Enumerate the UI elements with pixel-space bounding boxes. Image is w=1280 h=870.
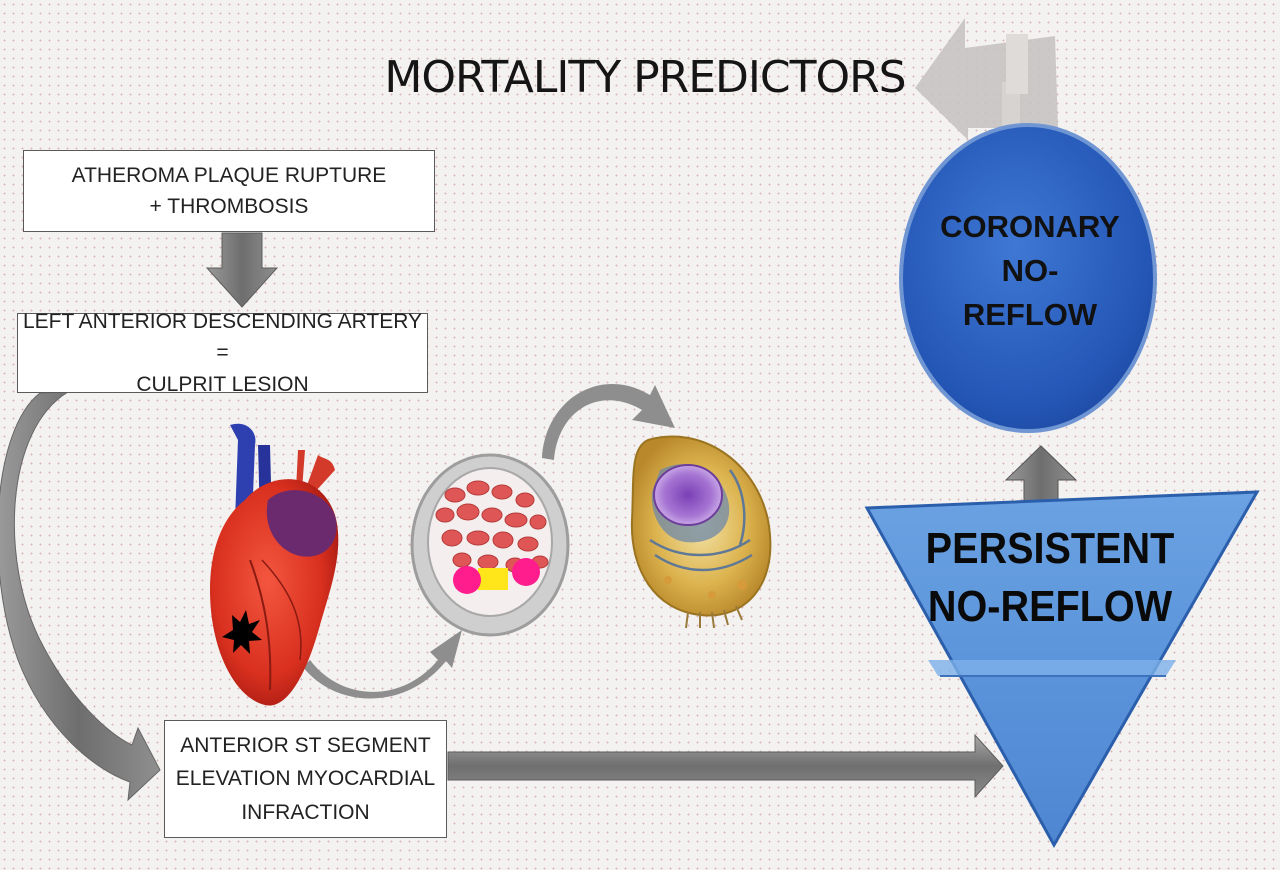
infarct-mark xyxy=(222,610,262,654)
curved-arrow-vessel-to-cell xyxy=(542,384,675,460)
horizontal-arrow xyxy=(447,733,1004,799)
coronary-no-reflow-circle xyxy=(899,123,1157,433)
persistent-no-reflow-triangle xyxy=(864,490,1260,849)
plaque-rupture-box: ATHEROMA PLAQUE RUPTURE + THROMBOSIS xyxy=(23,150,435,232)
up-arrow xyxy=(1004,445,1078,506)
page-title: MORTALITY PREDICTORS xyxy=(384,52,906,103)
curved-arrow-left xyxy=(0,391,161,802)
stemi-label: ANTERIOR ST SEGMENT ELEVATION MYOCARDIAL… xyxy=(175,733,436,824)
myocardial-cell-illustration xyxy=(630,435,772,629)
vessel-cross-section-illustration xyxy=(410,453,570,637)
down-arrow xyxy=(205,232,279,308)
culprit-lesion-box: LEFT ANTERIOR DESCENDING ARTERY = CULPRI… xyxy=(17,310,428,396)
platelet-magenta-right xyxy=(512,558,540,586)
platelet-magenta-left xyxy=(453,566,481,594)
nucleus xyxy=(653,464,723,526)
coronary-no-reflow-label: CORONARY NO- REFLOW xyxy=(940,209,1120,333)
heart-illustration xyxy=(210,423,339,706)
curved-arrow-heart-to-vessel xyxy=(303,630,462,699)
platelet-aggregate xyxy=(478,568,508,590)
persistent-no-reflow-label: PERSISTENT NO-REFLOW xyxy=(925,524,1175,632)
stemi-box: ANTERIOR ST SEGMENT ELEVATION MYOCARDIAL… xyxy=(164,720,447,838)
culprit-lesion-label: LEFT ANTERIOR DESCENDING ARTERY = CULPRI… xyxy=(22,309,423,396)
plaque-rupture-label: ATHEROMA PLAQUE RUPTURE + THROMBOSIS xyxy=(71,163,387,219)
